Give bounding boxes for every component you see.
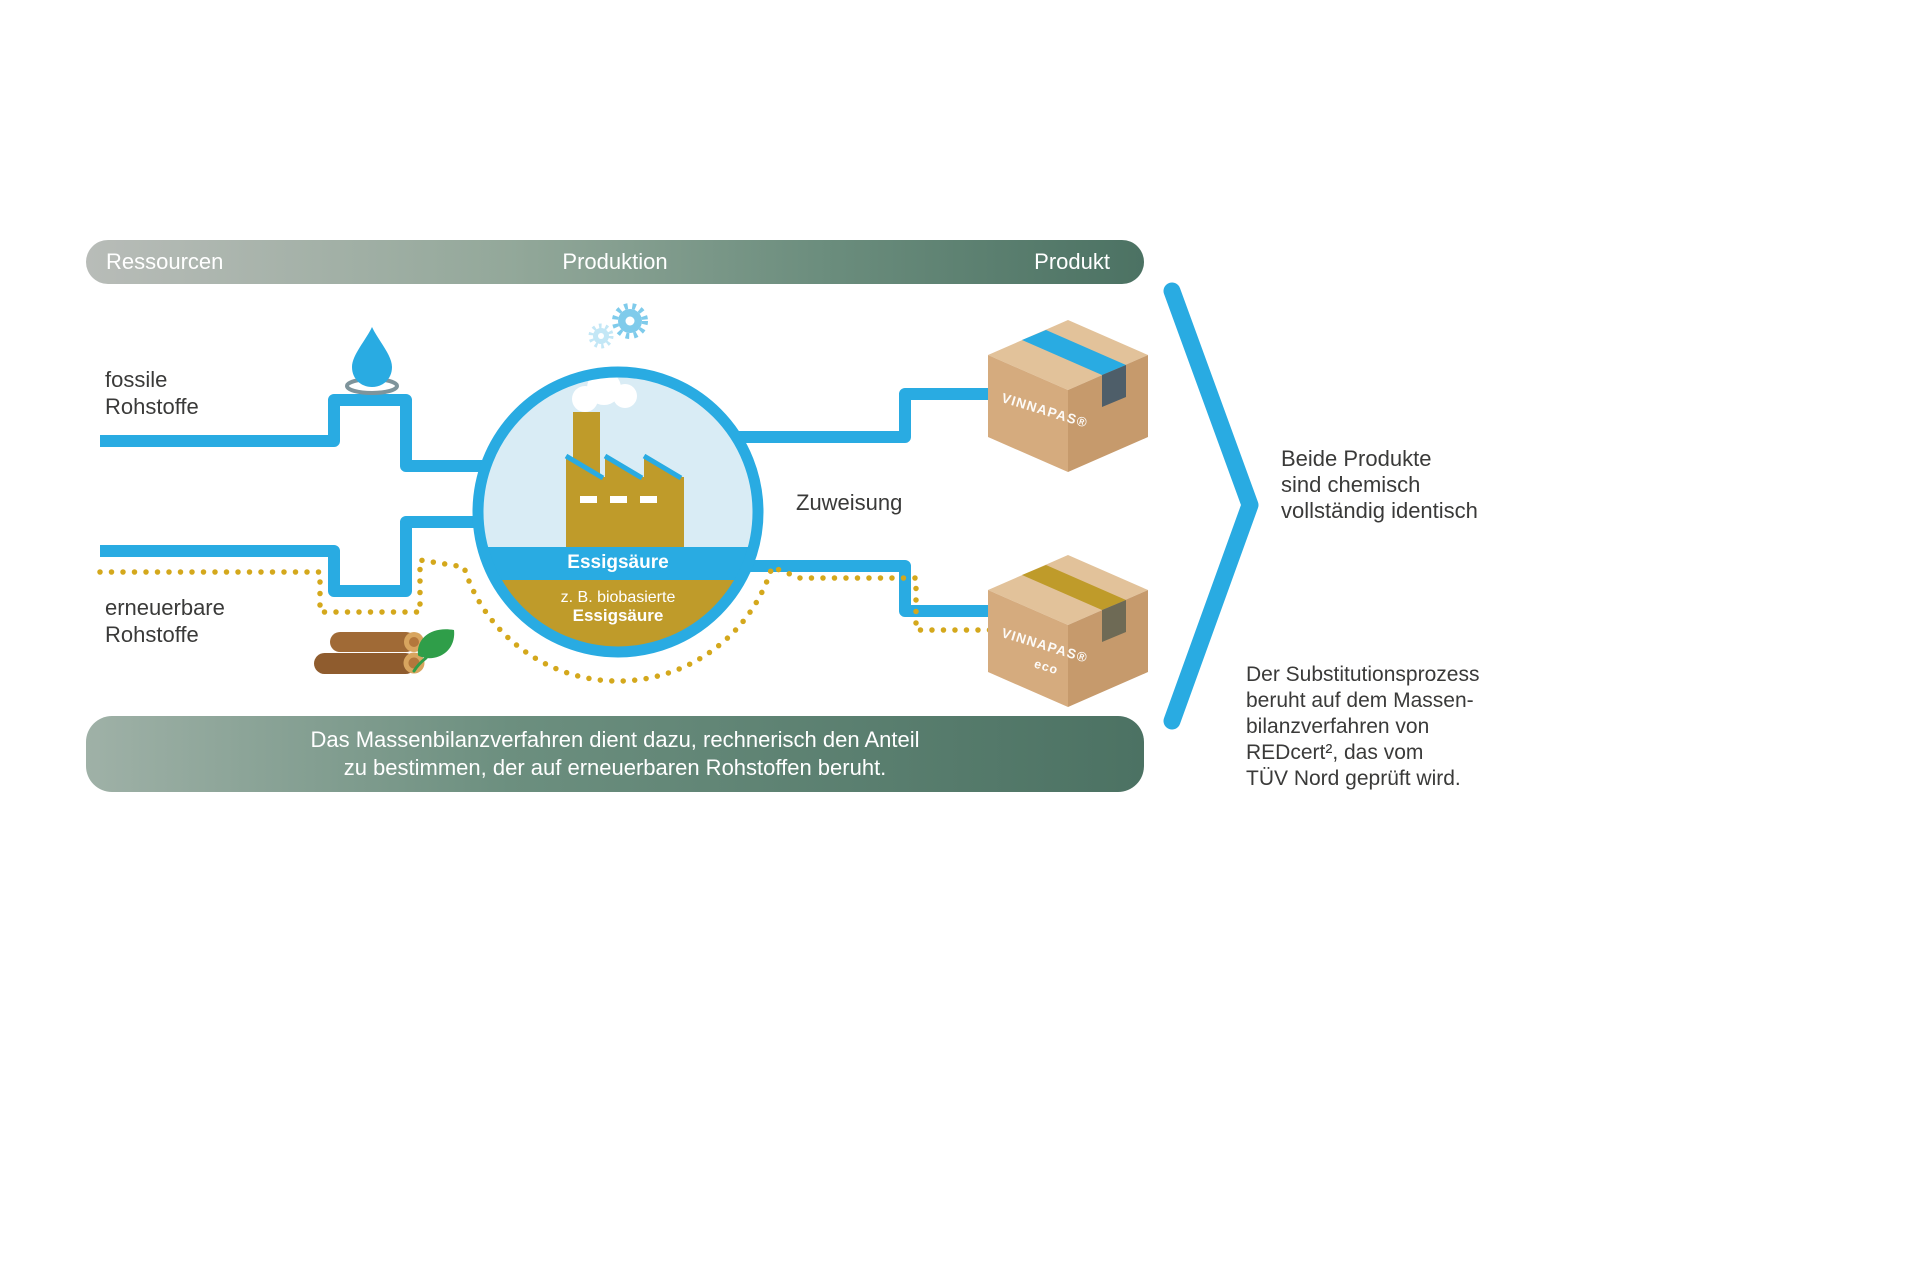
footer-text: Das Massenbilanzverfahren dient dazu, re… <box>310 727 920 780</box>
box-tape-flap <box>1102 365 1126 407</box>
product-box-standard <box>988 320 1148 472</box>
header-ressourcen: Ressourcen <box>106 249 224 274</box>
box-tape-gold <box>1022 565 1126 610</box>
fossil-pipe <box>100 394 545 472</box>
renewable-pipe <box>100 516 545 597</box>
product-box-eco <box>988 555 1148 707</box>
water-drop-icon <box>345 327 399 395</box>
pipes <box>100 388 1002 617</box>
production-vessel <box>472 366 764 658</box>
chevron-icon <box>1163 282 1259 730</box>
allocation-label: Zuweisung <box>796 490 903 515</box>
header-produktion: Produktion <box>562 249 668 274</box>
footer-bar: Das Massenbilanzverfahren dient dazu, re… <box>86 716 1144 792</box>
vessel-band <box>478 547 758 580</box>
gears-icon <box>588 303 648 349</box>
product-pipe-top <box>700 388 1002 443</box>
renewable-resources-label: erneuerbare Rohstoffe <box>105 595 225 647</box>
vessel-bio-line2: Essigsäure <box>572 606 664 625</box>
vessel-bio-line1: z. B. biobasierte <box>560 589 676 606</box>
leaf-icon <box>412 629 455 673</box>
identical-products-note: Beide Produkte sind chemisch vollständig… <box>1281 446 1478 523</box>
header-bar: Ressourcen Produktion Produkt <box>86 240 1144 284</box>
substitution-process-note: Der Substitutionsprozess beruht auf dem … <box>1246 663 1480 790</box>
box-tape-flap <box>1102 600 1126 642</box>
product-pipe-bottom <box>700 560 1002 617</box>
vessel-ring <box>472 366 764 658</box>
box-tape-blue <box>1022 330 1126 375</box>
renewable-dotted-line <box>97 556 1005 684</box>
header-produkt: Produkt <box>1034 249 1110 274</box>
logs-icon <box>314 632 425 674</box>
fossil-resources-label: fossile Rohstoffe <box>105 367 199 419</box>
vessel-band-label: Essigsäure <box>567 552 669 573</box>
factory-icon <box>564 372 684 548</box>
